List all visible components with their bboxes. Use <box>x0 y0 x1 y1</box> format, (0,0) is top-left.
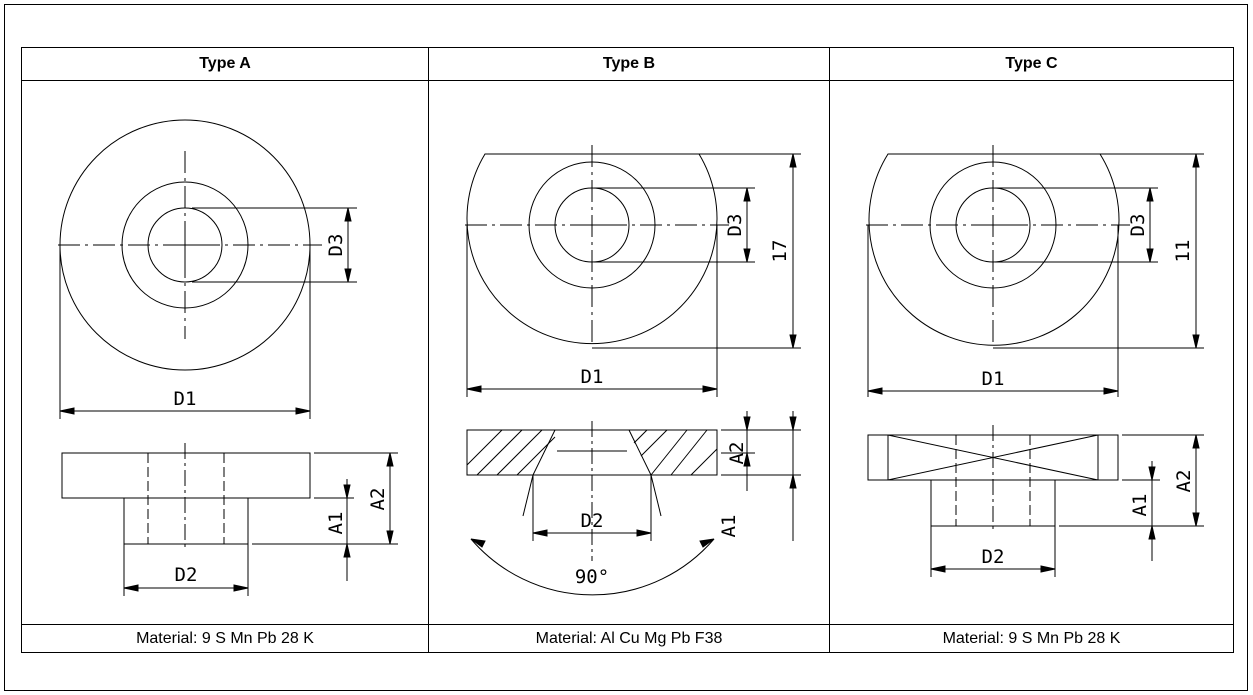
type-a-header: Type A <box>21 47 429 81</box>
type-c-material: Material: 9 S Mn Pb 28 K <box>829 624 1234 653</box>
type-c-header: Type C <box>829 47 1234 81</box>
part-types-table: Type A Type B Type C D3 <box>21 47 1234 653</box>
type-b-drawing-cell: D3 17 D1 <box>428 80 830 625</box>
type-b-a1-label: A1 <box>718 515 740 538</box>
type-b-angle-arrow-left <box>470 538 486 548</box>
type-b-header: Type B <box>428 47 830 81</box>
type-b-material: Material: Al Cu Mg Pb F38 <box>428 624 830 653</box>
type-c-d1-arrow-left <box>867 387 883 395</box>
type-b-angle-label: 90° <box>575 566 609 588</box>
type-c-drawing-cell: D3 11 D1 <box>829 80 1234 625</box>
type-b-d1-arrow-left <box>466 385 482 393</box>
type-a-boss <box>123 497 249 545</box>
type-b-height-arrow-bottom <box>789 334 797 349</box>
type-c-a2-arrow-bottom <box>1192 512 1200 527</box>
type-c-d3-arrow-bottom <box>1146 248 1154 263</box>
type-a-a1-label: A1 <box>325 512 347 535</box>
type-c-outer-contour <box>868 153 1120 346</box>
type-a-flange <box>61 452 311 499</box>
type-c-drawing: D3 11 D1 <box>866 145 1204 577</box>
type-b-angle-arrow-right <box>699 538 715 548</box>
drawing-frame <box>4 4 1248 691</box>
type-c-d2-arrow-left <box>930 565 946 573</box>
type-b-cone-extension-left <box>522 474 534 517</box>
type-c-a1-arrow-top <box>1148 466 1156 481</box>
type-a-a2-arrow-bottom <box>386 530 394 545</box>
type-c-d1-label: D1 <box>982 368 1005 390</box>
type-b-hatching-left <box>466 429 556 476</box>
type-a-d1-arrow-right <box>295 407 311 415</box>
type-b-d1-label: D1 <box>581 366 604 388</box>
type-b-cone-extension-right <box>650 474 662 517</box>
type-c-height-arrow-bottom <box>1192 334 1200 349</box>
type-a-drawing-cell: D3 D1 A1 <box>21 80 429 625</box>
type-c-d2-arrow-right <box>1040 565 1056 573</box>
type-b-a1-arrow-bottom <box>789 474 797 489</box>
type-a-d2-arrow-left <box>123 584 139 592</box>
type-c-d3-label: D3 <box>1127 214 1149 237</box>
type-b-d2-label: D2 <box>581 510 604 532</box>
type-b-hatching-right <box>633 429 718 476</box>
type-c-a1-label: A1 <box>1129 494 1151 517</box>
type-b-drawing: D3 17 D1 <box>465 145 801 596</box>
type-a-d3-label: D3 <box>325 234 347 257</box>
type-b-d2-arrow-right <box>636 529 652 537</box>
type-a-d1-arrow-left <box>59 407 75 415</box>
type-a-a1-arrow-top <box>343 484 351 499</box>
type-c-a1-arrow-bottom <box>1148 525 1156 540</box>
type-c-d1-arrow-right <box>1103 387 1119 395</box>
type-c-height-arrow-top <box>1192 153 1200 168</box>
type-b-a2-label: A2 <box>726 442 748 465</box>
type-b-d3-arrow-top <box>743 187 751 202</box>
type-b-angle-arc <box>470 538 715 596</box>
type-b-height-arrow-top <box>789 153 797 168</box>
type-b-a2-arrow-bottom <box>743 452 751 467</box>
type-c-d2-label: D2 <box>982 546 1005 568</box>
type-b-a2-arrow-top <box>743 416 751 431</box>
type-c-a2-arrow-top <box>1192 434 1200 449</box>
type-c-d3-arrow-top <box>1146 187 1154 202</box>
type-c-a2-label: A2 <box>1173 470 1195 493</box>
type-a-a2-label: A2 <box>367 488 389 511</box>
type-b-d3-arrow-bottom <box>743 248 751 263</box>
type-a-d1-label: D1 <box>174 388 197 410</box>
type-b-d1-arrow-right <box>702 385 718 393</box>
type-b-a1-arrow-top <box>789 416 797 431</box>
type-a-a2-arrow-top <box>386 452 394 467</box>
type-a-drawing: D3 D1 A1 <box>58 119 398 596</box>
type-b-height-label: 17 <box>769 240 791 263</box>
type-a-d2-label: D2 <box>175 564 198 586</box>
type-b-d2-arrow-left <box>532 529 548 537</box>
type-a-d3-arrow-top <box>344 207 352 222</box>
type-a-d3-arrow-bottom <box>344 268 352 283</box>
type-a-d2-arrow-right <box>233 584 249 592</box>
type-b-d3-label: D3 <box>724 214 746 237</box>
type-a-material: Material: 9 S Mn Pb 28 K <box>21 624 429 653</box>
type-c-height-label: 11 <box>1172 240 1194 263</box>
type-a-a1-arrow-bottom <box>343 543 351 558</box>
